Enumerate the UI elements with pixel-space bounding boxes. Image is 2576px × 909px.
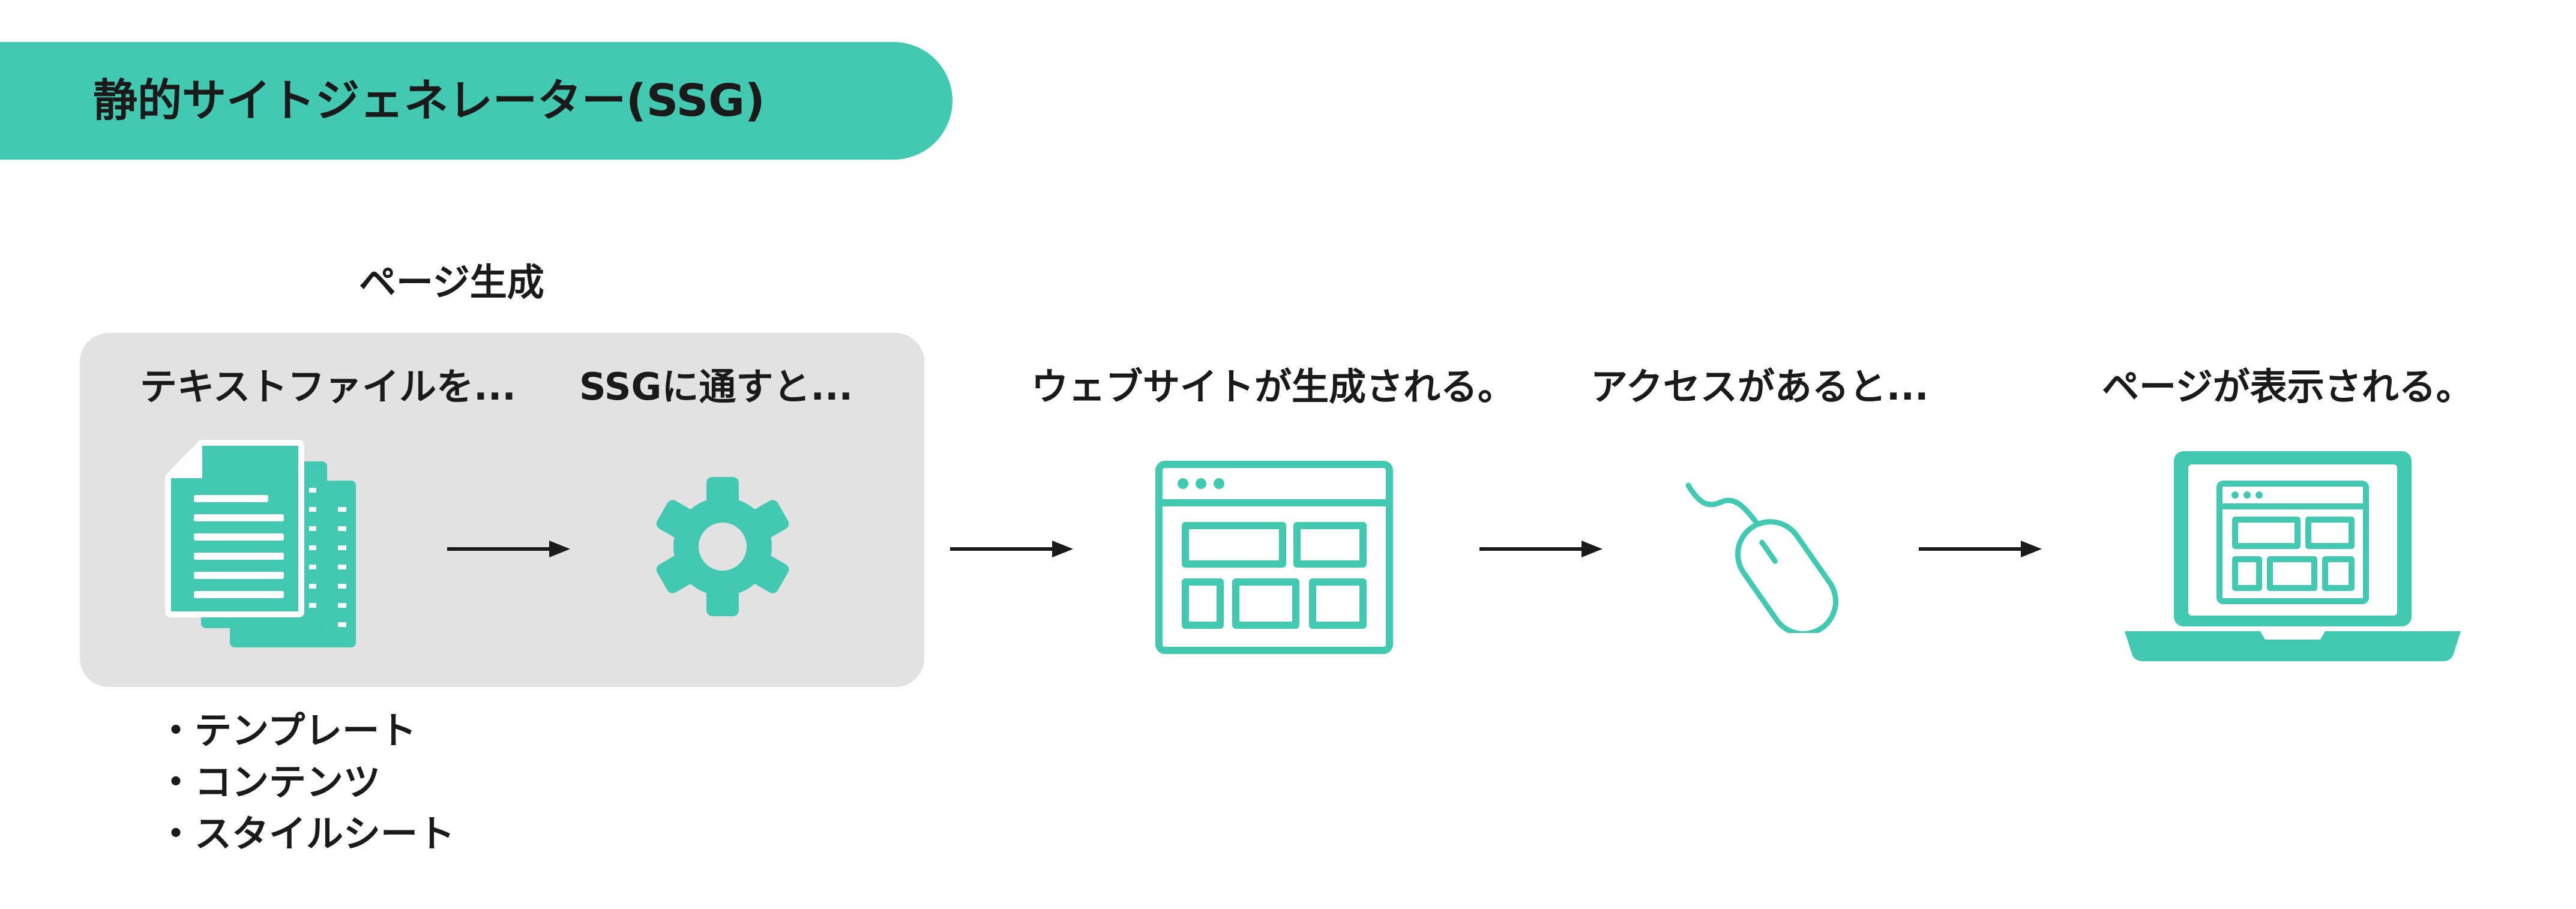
arrow-right-icon bbox=[1479, 541, 1602, 557]
step-label-text-files: テキストファイルを... bbox=[140, 365, 516, 409]
list-item: ・テンプレート bbox=[157, 709, 417, 752]
laptop-icon bbox=[2125, 451, 2461, 661]
arrow-right-icon bbox=[950, 541, 1073, 557]
page-title: 静的サイトジェネレーター(SSG) bbox=[93, 75, 765, 127]
page-generation-label: ページ生成 bbox=[359, 260, 544, 304]
step-label-ssg: SSGに通すと... bbox=[579, 365, 853, 409]
list-item: ・スタイルシート bbox=[157, 812, 456, 856]
text-file-types: ・テンプレート ・コンテンツ ・スタイルシート bbox=[157, 705, 455, 860]
mouse-icon bbox=[1685, 482, 1839, 633]
browser-window-icon bbox=[1155, 461, 1393, 654]
step-label-website-generated: ウェブサイトが生成される。 bbox=[1031, 365, 1515, 409]
step-label-page-displayed: ページが表示される。 bbox=[2102, 365, 2473, 409]
step-label-access: アクセスがあると... bbox=[1590, 365, 1929, 409]
title-banner bbox=[0, 42, 952, 160]
gear-icon bbox=[656, 477, 789, 616]
arrow-right-icon bbox=[447, 541, 570, 557]
list-item: ・コンテンツ bbox=[157, 760, 381, 804]
arrow-right-icon bbox=[1919, 541, 2042, 557]
documents-icon bbox=[165, 440, 356, 647]
